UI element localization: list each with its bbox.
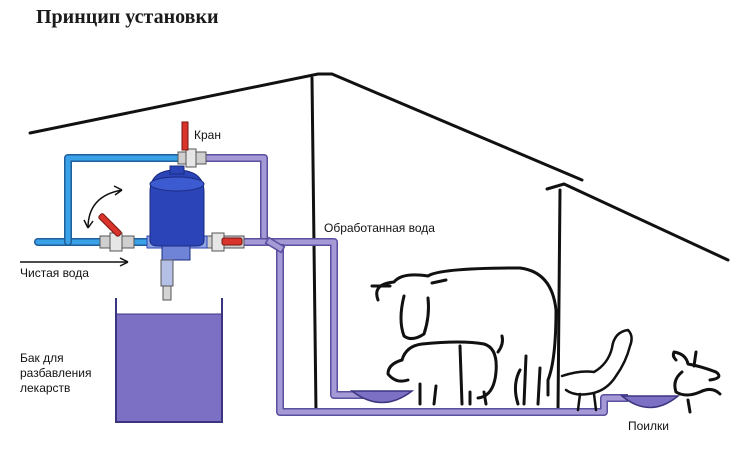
tap-label: Кран — [194, 128, 221, 142]
clean-water-label: Чистая вода — [20, 266, 89, 280]
medicine-tank — [115, 298, 223, 423]
flow-arrows — [20, 185, 129, 267]
treated-water-pipes — [201, 154, 628, 416]
treated-water-label: Обработанная вода — [324, 221, 435, 235]
pig-icon — [386, 334, 504, 406]
shed-roof — [545, 182, 730, 262]
drinker-left — [349, 390, 415, 404]
barn-structure — [28, 72, 730, 414]
tank-label: Бак для разбавления лекарств — [20, 351, 91, 396]
tank-label-line-1: Бак для — [20, 351, 64, 365]
inlet-valve-icon — [98, 213, 135, 252]
barn-roof — [28, 72, 584, 182]
shed-wall — [556, 188, 562, 412]
dispenser-pump-icon — [146, 165, 208, 301]
outlet-valve-icon — [203, 232, 245, 252]
chicken-icon — [560, 328, 633, 412]
goat-icon — [671, 350, 722, 414]
tap-valve-icon — [177, 121, 207, 168]
cow-icon — [370, 266, 558, 406]
drinkers-label: Поилки — [628, 419, 669, 433]
tank-label-line-3: лекарств — [20, 381, 71, 395]
drinker-right — [619, 395, 681, 409]
tank-label-line-2: разбавления — [20, 366, 92, 380]
page-title: Принцип установки — [36, 6, 219, 28]
